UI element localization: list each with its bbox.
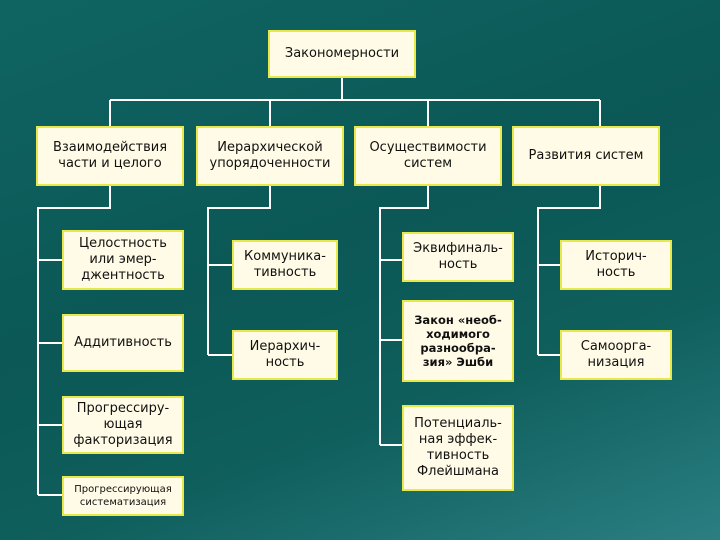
node-progressive-factorization: Прогрессиру- ющая факторизация	[62, 396, 184, 454]
node-ashby-law: Закон «необ- ходимого разнообра- зия» Эш…	[402, 300, 514, 382]
node-hierarchy: Иерархич- ность	[232, 330, 338, 380]
node-historicity: Историч- ность	[560, 240, 672, 290]
category-interaction: Взаимодействия части и целого	[36, 126, 184, 186]
node-additivity: Аддитивность	[62, 314, 184, 372]
category-hierarchy: Иерархической упорядоченности	[196, 126, 344, 186]
root-node: Закономерности	[268, 30, 416, 78]
node-integrity: Целостность или эмер- джентность	[62, 230, 184, 290]
node-equifinality: Эквифиналь- ность	[402, 232, 514, 282]
node-self-organization: Самоорга- низация	[560, 330, 672, 380]
category-development: Развития систем	[512, 126, 660, 186]
node-progressive-systematization: Прогрессирующая систематизация	[62, 476, 184, 516]
node-fleishman-efficiency: Потенциаль- ная эффек- тивность Флейшман…	[402, 405, 514, 491]
category-feasibility: Осуществимости систем	[354, 126, 502, 186]
node-communicativity: Коммуника- тивность	[232, 240, 338, 290]
